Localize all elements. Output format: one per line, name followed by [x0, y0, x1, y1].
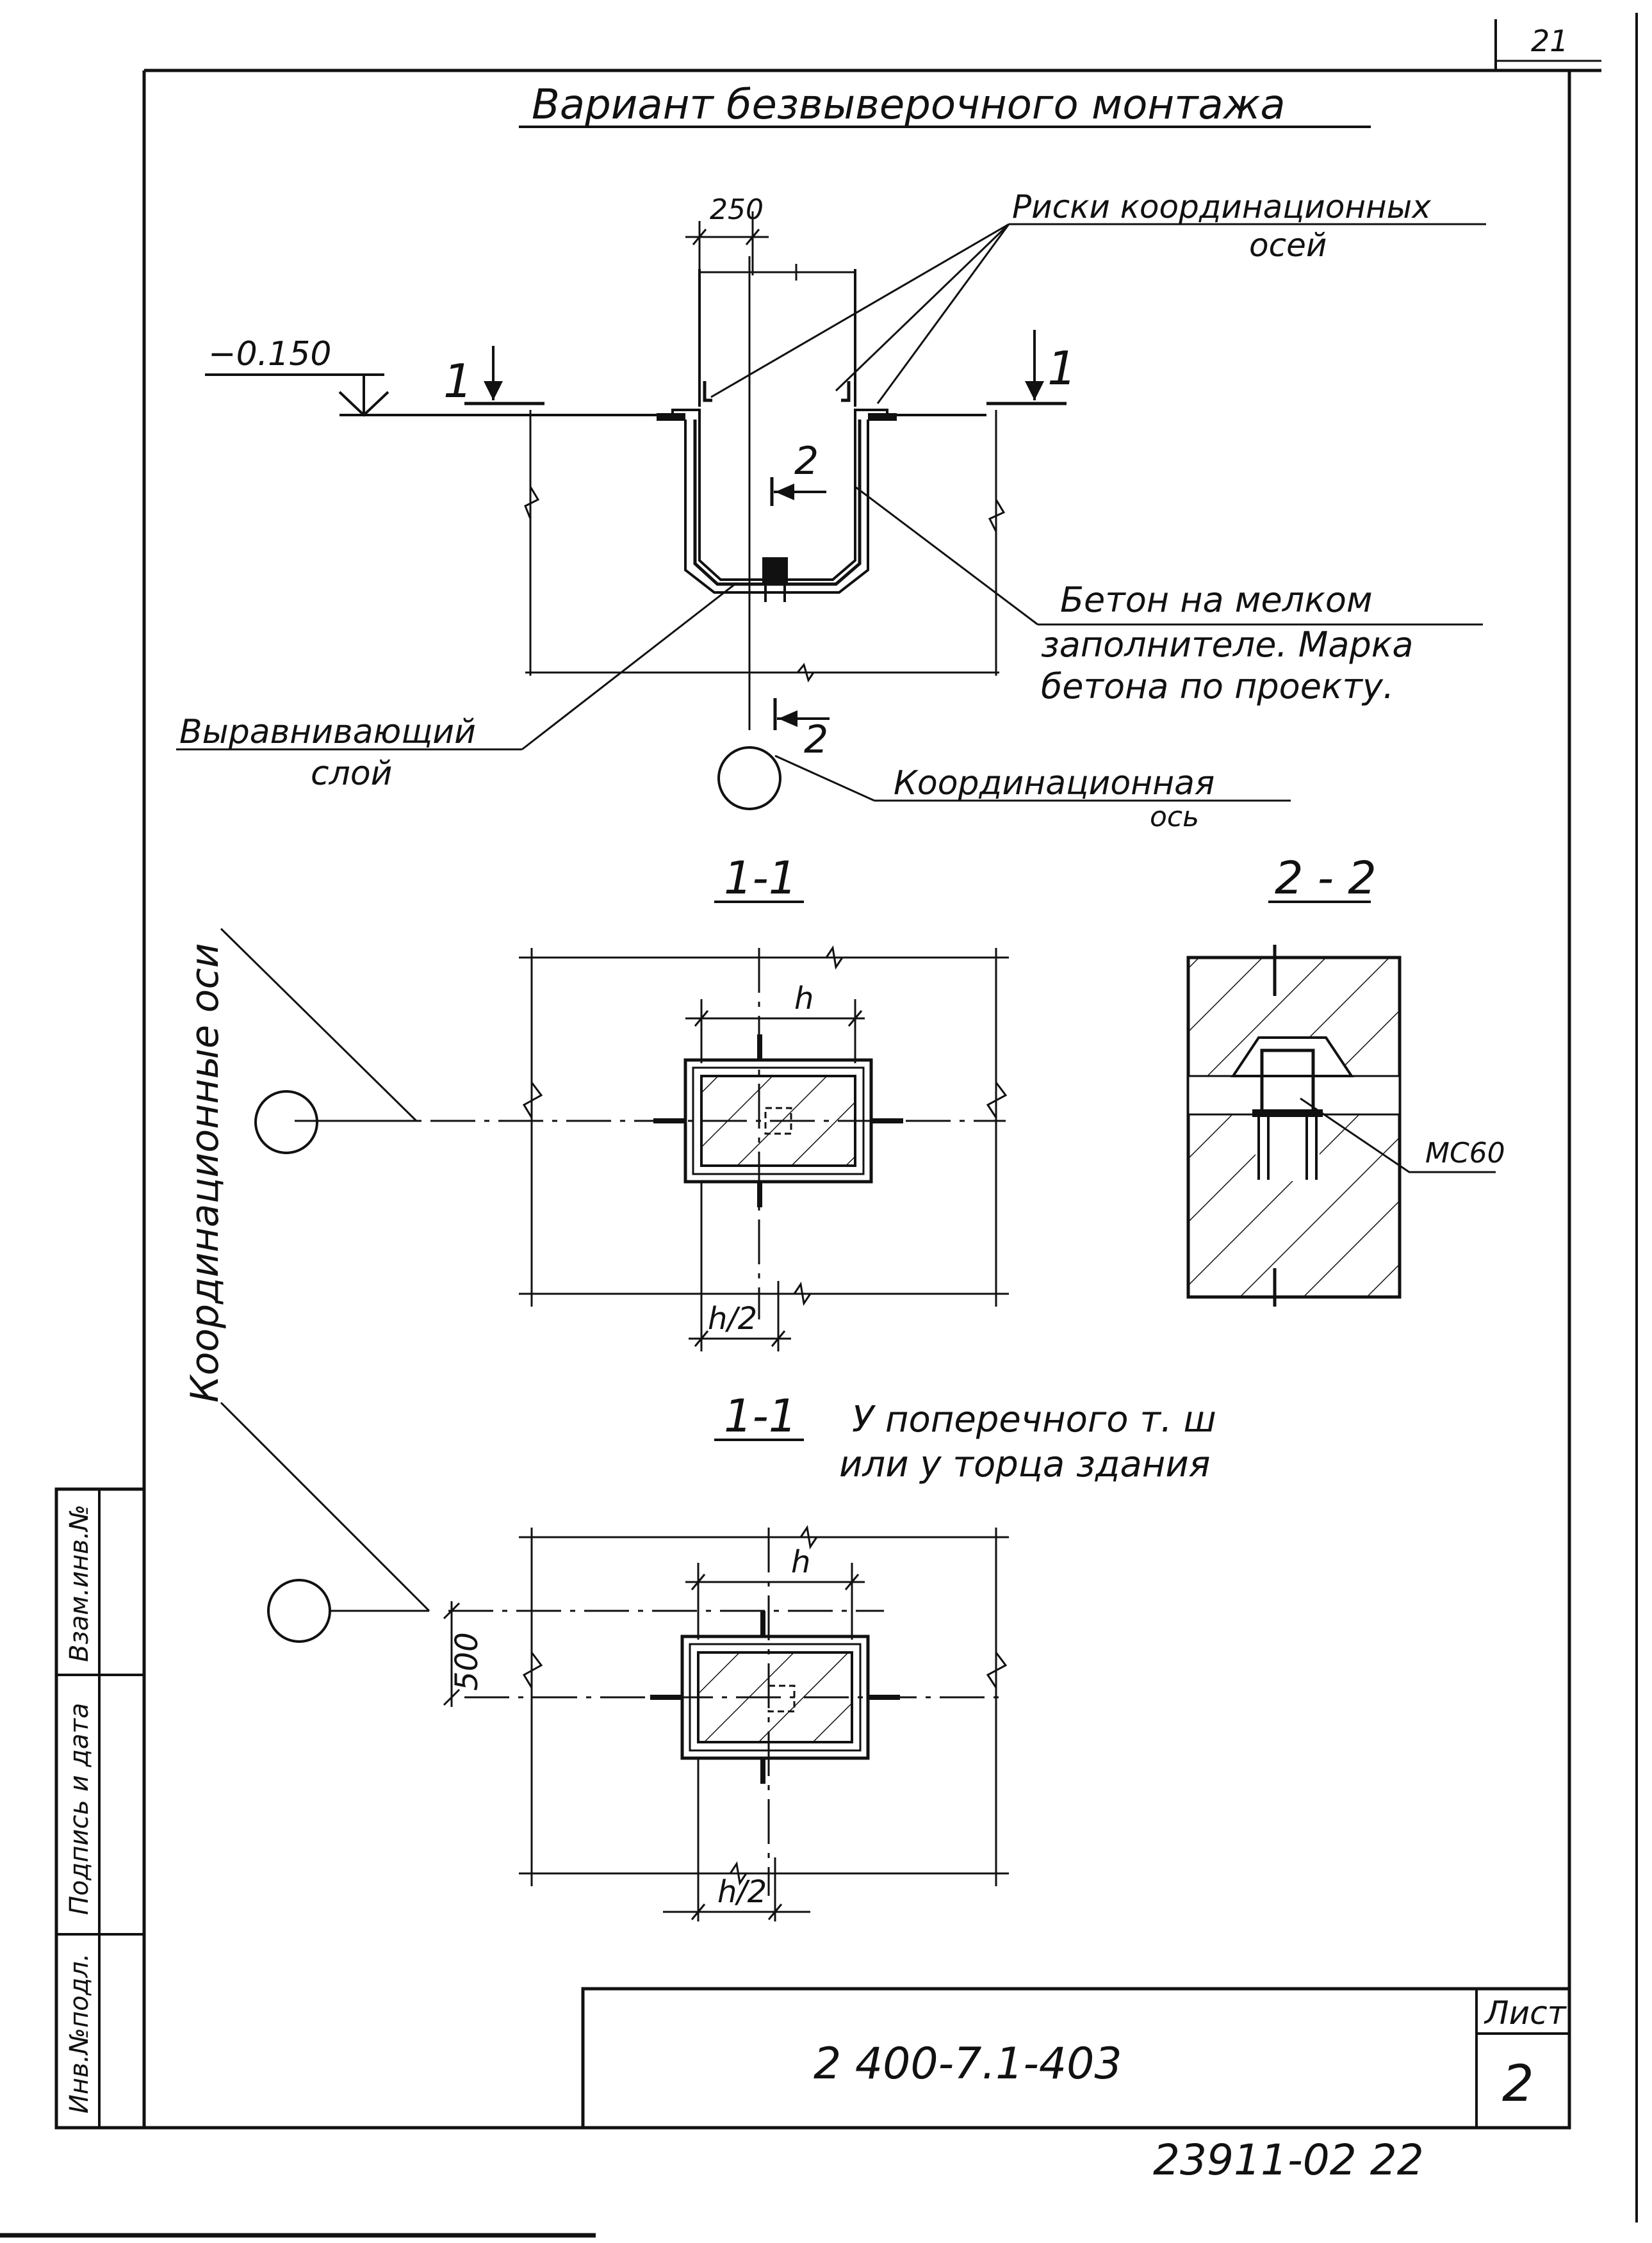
section-11-title: 1-1 [724, 852, 797, 904]
main-view [176, 211, 1486, 810]
side-stamp [54, 1487, 146, 2130]
section-11b-dim-h2: h/2 [717, 1874, 767, 1910]
left-axis-labels [220, 927, 430, 1643]
label-riski: Риски координационных [1012, 188, 1431, 225]
archive-number: 23911-02 22 [1153, 2135, 1424, 2185]
label-mc60: МС60 [1425, 1137, 1505, 1170]
section-1-left: 1 [443, 354, 473, 408]
level-mark: −0.150 [208, 335, 331, 373]
section-11b-title: 1-1 [724, 1390, 797, 1442]
section-11b-dim-500: 500 [449, 1632, 485, 1691]
dim-250: 250 [710, 193, 764, 226]
label-vyravn-2: слой [311, 754, 392, 793]
drawing-code: 2 400-7.1-403 [814, 2039, 1122, 2089]
section-11-plan [295, 945, 1009, 1351]
section-2-top: 2 [794, 439, 819, 484]
section-1-right: 1 [1047, 341, 1077, 395]
axis-bubble-upper [254, 1090, 318, 1154]
label-coord-axis-2: ось [1150, 801, 1199, 833]
section-11b-caption-1: У поперечного т. ш [852, 1399, 1216, 1440]
corner-number: 21 [1531, 24, 1569, 58]
label-coord-axes-vertical: Координационные оси [183, 943, 227, 1403]
section-11b-plan [443, 1525, 1009, 1921]
label-vyravn-1: Выравнивающий [179, 713, 476, 751]
stamp-inv-podl: Инв.№подл. [65, 1953, 94, 2114]
section-2-bottom: 2 [804, 717, 828, 762]
sheet-label: Лист [1484, 1994, 1567, 2032]
title-block [581, 1987, 1571, 2130]
section-22-detail [1186, 945, 1496, 1307]
section-11-dim-h2: h/2 [708, 1301, 757, 1337]
sheet-number: 2 [1502, 2055, 1534, 2113]
stamp-podpis-data: Подпись и дата [65, 1703, 94, 1915]
label-coord-axis-1: Координационная [894, 764, 1214, 803]
label-beton-1: Бетон на мелком [1060, 580, 1373, 620]
section-11b-caption-2: или у торца здания [839, 1444, 1211, 1485]
section-11-dim-h: h [794, 981, 814, 1016]
label-beton-2: заполнителе. Марка [1041, 624, 1413, 665]
label-beton-3: бетона по проекту. [1041, 666, 1394, 706]
stamp-vzam-inv: Взам.инв.№ [65, 1505, 94, 1662]
axis-bubble-lower [267, 1579, 331, 1643]
label-riski-2: осей [1249, 227, 1327, 264]
drawing-title: Вариант безвыверочного монтажа [532, 81, 1286, 129]
section-11b-dim-h: h [791, 1544, 810, 1580]
section-22-title: 2 - 2 [1275, 852, 1377, 904]
